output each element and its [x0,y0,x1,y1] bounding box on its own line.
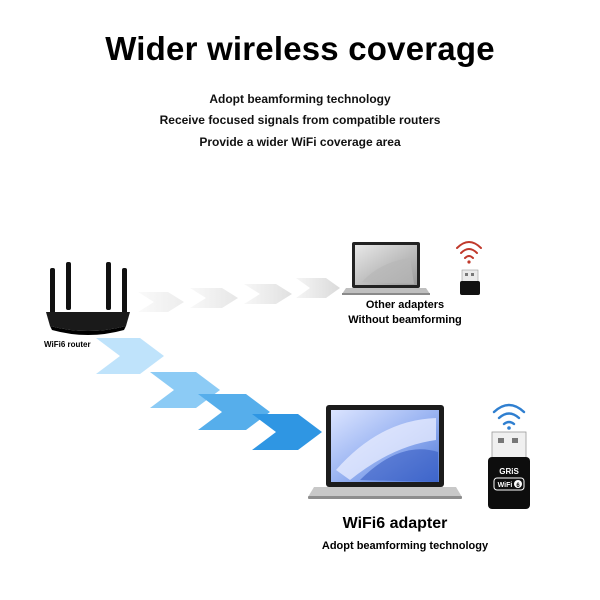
page-title: Wider wireless coverage [105,30,495,67]
beamforming-arrows [96,338,322,450]
router-label: WiFi6 router [44,340,91,349]
other-adapter-icon [460,269,480,295]
wifi6-adapter-title: WiFi6 adapter [342,515,448,532]
feature-line-1: Adopt beamforming technology [209,92,391,106]
other-adapters-line2: Without beamforming [348,314,462,326]
feature-line-3: Provide a wider WiFi coverage area [199,135,401,149]
wifi6-adapter-icon: GRiS WiFi 6 [488,431,530,509]
other-adapters-line1: Other adapters [365,299,445,311]
laptop-small-icon [342,242,430,295]
adapter-brand: GRiS [499,467,519,476]
adapter-badge: WiFi [498,482,513,489]
weak-signal-arrows [138,278,340,312]
wifi6-adapter-subtitle: Adopt beamforming technology [321,540,489,552]
router-icon [46,262,130,335]
other-adapters-caption: Other adapters Without beamforming [330,298,480,328]
feature-line-2: Receive focused signals from compatible … [159,113,441,127]
wifi-icon-red [456,241,482,264]
adapter-badge-number: 6 [516,483,520,489]
laptop-large-icon [308,405,462,499]
wifi-icon-blue [492,403,526,430]
